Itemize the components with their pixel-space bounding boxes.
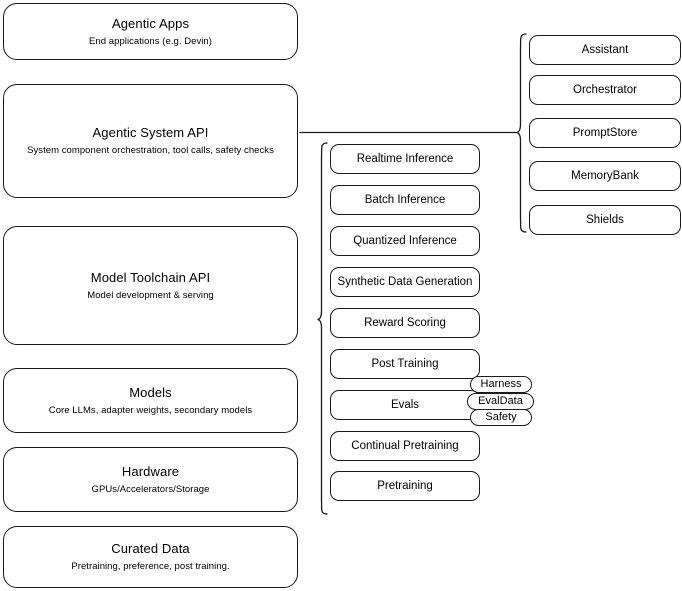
toolchain-reward-scoring[interactable]: Reward Scoring bbox=[330, 308, 480, 338]
component-shields[interactable]: Shields bbox=[529, 205, 681, 235]
toolchain-pretraining[interactable]: Pretraining bbox=[330, 471, 480, 501]
component-assistant[interactable]: Assistant bbox=[529, 35, 681, 65]
layer-curated-data[interactable]: Curated Data Pretraining, preference, po… bbox=[3, 526, 298, 588]
toolchain-label: Realtime Inference bbox=[356, 153, 454, 165]
toolchain-label: Evals bbox=[390, 399, 420, 411]
toolchain-post-training[interactable]: Post Training bbox=[330, 349, 480, 379]
component-label: MemoryBank bbox=[571, 170, 639, 182]
layer-agentic-system-api[interactable]: Agentic System API System component orch… bbox=[3, 84, 298, 198]
layer-model-toolchain-api[interactable]: Model Toolchain API Model development & … bbox=[3, 226, 298, 345]
toolchain-label: Reward Scoring bbox=[364, 317, 446, 329]
toolchain-batch-inference[interactable]: Batch Inference bbox=[330, 185, 480, 215]
layer-subtitle: End applications (e.g. Devin) bbox=[89, 35, 212, 47]
eval-badge-label: Safety bbox=[485, 411, 517, 423]
toolchain-realtime-inference[interactable]: Realtime Inference bbox=[330, 144, 480, 174]
layer-subtitle: Core LLMs, adapter weights, secondary mo… bbox=[48, 404, 253, 416]
layer-title: Hardware bbox=[121, 463, 180, 479]
component-memorybank[interactable]: MemoryBank bbox=[529, 161, 681, 191]
toolchain-label: Continual Pretraining bbox=[351, 440, 459, 452]
layer-subtitle: Model development & serving bbox=[87, 289, 214, 301]
component-label: Assistant bbox=[581, 44, 629, 56]
eval-badge-safety[interactable]: Safety bbox=[470, 409, 532, 426]
component-promptstore[interactable]: PromptStore bbox=[529, 118, 681, 148]
layer-title: Models bbox=[129, 384, 172, 400]
toolchain-label: Synthetic Data Generation bbox=[337, 276, 473, 288]
component-label: PromptStore bbox=[572, 127, 638, 139]
component-orchestrator[interactable]: Orchestrator bbox=[529, 75, 681, 105]
toolchain-label: Post Training bbox=[371, 358, 439, 370]
layer-agentic-apps[interactable]: Agentic Apps End applications (e.g. Devi… bbox=[3, 3, 298, 60]
layer-hardware[interactable]: Hardware GPUs/Accelerators/Storage bbox=[3, 447, 298, 512]
layer-subtitle: Pretraining, preference, post training. bbox=[71, 561, 230, 572]
right-brace bbox=[516, 33, 527, 233]
middle-brace bbox=[317, 142, 328, 515]
layer-title: Agentic System API bbox=[92, 125, 209, 140]
layer-subtitle: System component orchestration, tool cal… bbox=[27, 145, 274, 156]
layer-title: Curated Data bbox=[111, 541, 190, 556]
toolchain-label: Pretraining bbox=[377, 480, 433, 492]
eval-badge-label: EvalData bbox=[478, 395, 523, 407]
layer-models[interactable]: Models Core LLMs, adapter weights, secon… bbox=[3, 368, 298, 433]
toolchain-label: Quantized Inference bbox=[353, 235, 457, 247]
eval-badge-label: Harness bbox=[480, 378, 522, 390]
eval-badge-evaldata[interactable]: EvalData bbox=[467, 393, 534, 410]
toolchain-continual-pretraining[interactable]: Continual Pretraining bbox=[330, 431, 480, 461]
toolchain-quantized-inference[interactable]: Quantized Inference bbox=[330, 226, 480, 256]
component-label: Orchestrator bbox=[573, 84, 637, 96]
component-label: Shields bbox=[586, 214, 624, 226]
toolchain-synthetic-data-generation[interactable]: Synthetic Data Generation bbox=[330, 267, 480, 297]
layer-title: Model Toolchain API bbox=[90, 269, 211, 285]
layer-subtitle: GPUs/Accelerators/Storage bbox=[91, 483, 210, 495]
toolchain-evals[interactable]: Evals bbox=[330, 390, 480, 420]
layer-title: Agentic Apps bbox=[111, 15, 190, 31]
toolchain-label: Batch Inference bbox=[364, 194, 446, 206]
eval-badge-harness[interactable]: Harness bbox=[470, 376, 532, 393]
